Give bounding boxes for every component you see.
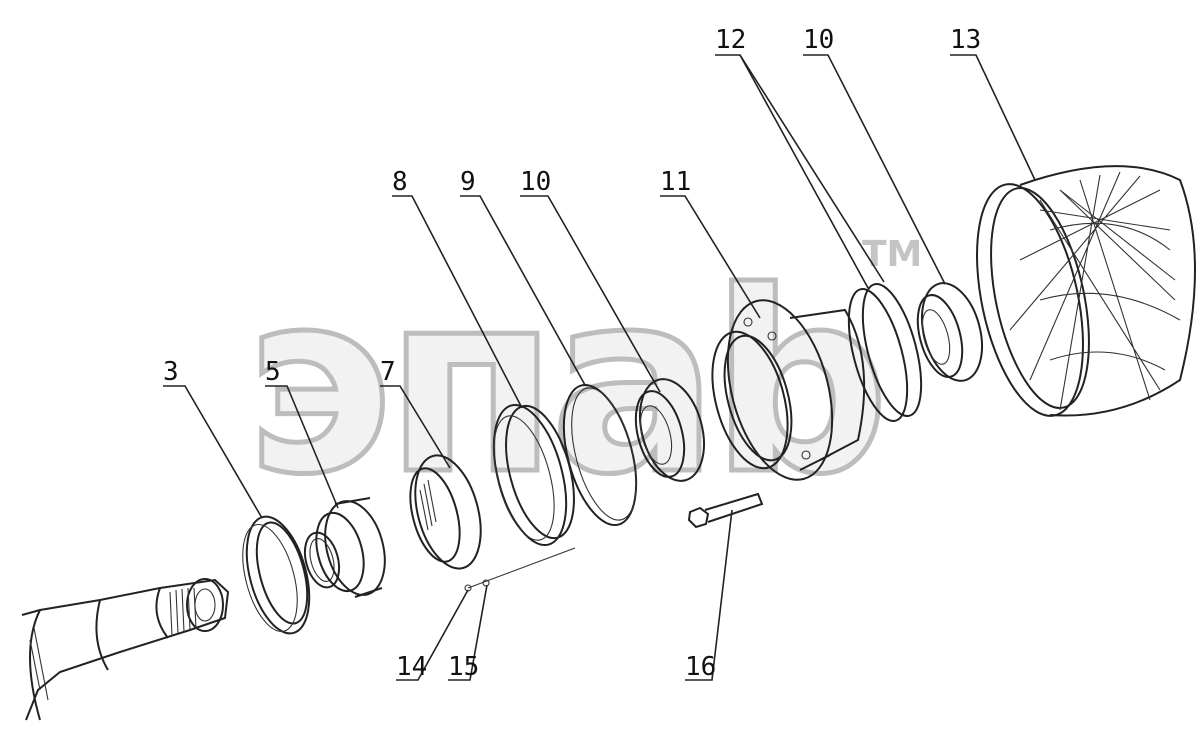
part-10-bearing-left [634, 378, 705, 482]
leader-lines [163, 54, 1036, 681]
part-16-bolt [687, 492, 764, 529]
callout-10-right: 10 [803, 25, 834, 55]
callout-5: 5 [265, 357, 281, 387]
part-7-nut [409, 454, 482, 570]
part-3-seal [242, 515, 311, 635]
callout-14: 14 [396, 652, 427, 682]
callout-3: 3 [163, 357, 179, 387]
callout-11: 11 [660, 167, 691, 197]
watermark-trademark: TM [862, 234, 922, 275]
watermark-logo-text: эпаb [245, 238, 882, 529]
callout-15: 15 [448, 652, 479, 682]
callout-13: 13 [950, 25, 981, 55]
part-13-housing [976, 165, 1196, 417]
callout-8: 8 [392, 167, 408, 197]
part-12-rings [847, 283, 923, 422]
callout-16: 16 [685, 652, 716, 682]
callout-labels: 3 5 7 8 9 10 11 12 10 13 14 15 16 [163, 25, 981, 682]
shaft-part [21, 578, 230, 721]
watermark: эпаb TM [243, 234, 923, 532]
part-5-bushing [303, 497, 386, 598]
part-9-thin-ring [562, 383, 638, 527]
callout-10-left: 10 [520, 167, 551, 197]
part-10-bearing-right [916, 282, 983, 382]
part-14-15-pins [464, 547, 576, 592]
callout-7: 7 [380, 357, 396, 387]
callout-9: 9 [460, 167, 476, 197]
callout-12: 12 [715, 25, 746, 55]
